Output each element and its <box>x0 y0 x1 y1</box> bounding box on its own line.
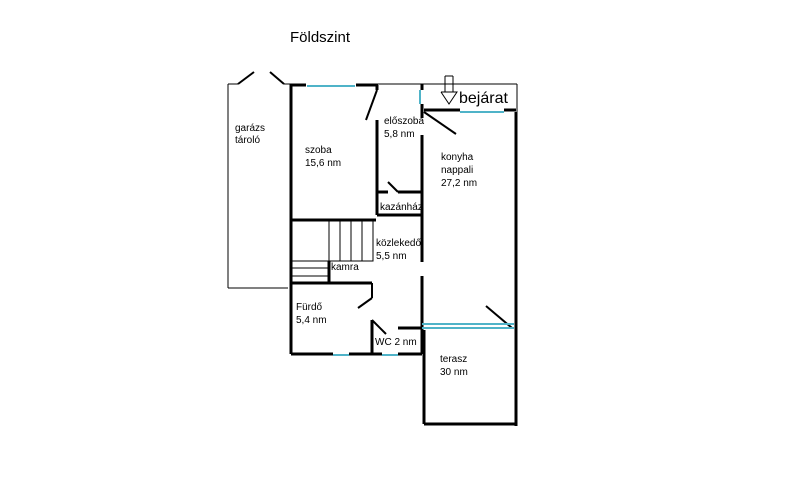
room-terasz-area: 30 nm <box>440 367 468 378</box>
garage-structure <box>227 71 292 289</box>
entrance-label: bejárat <box>459 90 508 107</box>
room-eloszoba-name: előszoba <box>384 116 424 127</box>
room-szoba-name: szoba <box>305 145 332 156</box>
windows <box>307 85 514 356</box>
room-garazs-name: garázs <box>235 123 265 134</box>
room-konyha-name2: nappali <box>441 165 473 176</box>
entrance-arrow-icon <box>440 75 458 105</box>
room-konyha-area: 27,2 nm <box>441 178 477 189</box>
room-eloszoba-area: 5,8 nm <box>384 129 415 140</box>
room-kazanhaz-name: kazánház <box>380 202 423 213</box>
room-furdo-name: Fürdő <box>296 302 323 313</box>
room-kamra-name: kamra <box>331 262 359 273</box>
interior-walls <box>292 84 516 426</box>
room-kozlekedo-area: 5,5 nm <box>376 251 407 262</box>
outer-walls <box>289 83 518 426</box>
room-konyha-name: konyha <box>441 152 474 163</box>
room-wc-name: WC 2 nm <box>375 337 417 348</box>
room-szoba-area: 15,6 nm <box>305 158 341 169</box>
room-terasz-name: terasz <box>440 354 467 365</box>
room-furdo-area: 5,4 nm <box>296 315 327 326</box>
plan-title: Földszint <box>290 29 351 46</box>
room-garazs-name2: tároló <box>235 135 260 146</box>
room-kozlekedo-name: közlekedő <box>376 238 421 249</box>
